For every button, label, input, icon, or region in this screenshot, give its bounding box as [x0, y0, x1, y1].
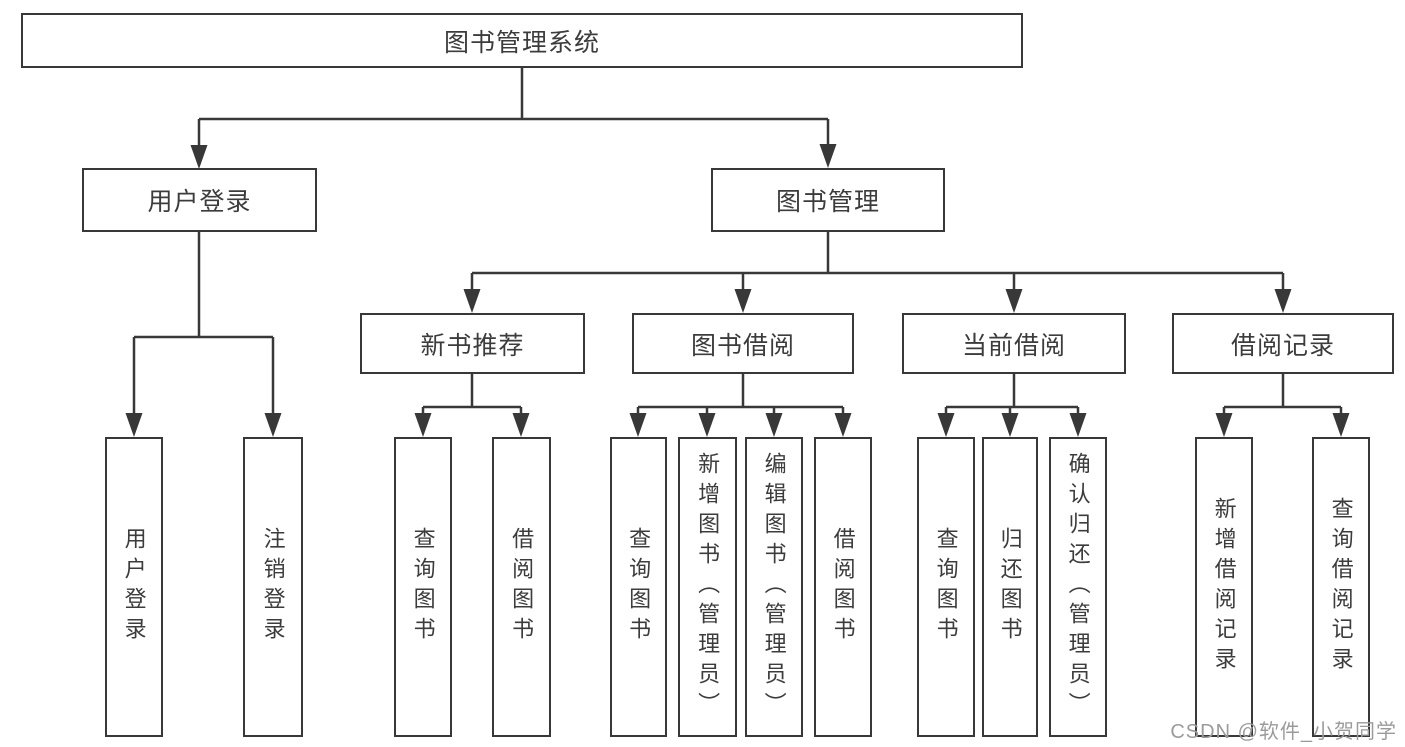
- leaf-query-books-current: 查询图书: [917, 437, 975, 737]
- leaf-user-login: 用户登录: [105, 437, 163, 737]
- arrowhead-triangles: [125, 144, 1350, 437]
- node-library-management-system: 图书管理系统: [21, 13, 1023, 68]
- arrowhead: [512, 413, 530, 437]
- node-label: 用户登录: [121, 527, 147, 647]
- arrowhead: [819, 144, 837, 168]
- node-label: 新增借阅记录: [1211, 497, 1237, 677]
- node-label: 图书借阅: [690, 331, 795, 360]
- node-label: 图书管理系统: [443, 28, 600, 57]
- arrowhead: [463, 289, 481, 313]
- node-label: 用户登录: [147, 188, 252, 216]
- arrowhead: [1332, 413, 1350, 437]
- node-borrowing-records: 借阅记录: [1172, 313, 1394, 374]
- node-label: 查询图书: [410, 527, 436, 647]
- arrowhead: [765, 413, 783, 437]
- arrowhead: [834, 413, 852, 437]
- node-label: 注销登录: [260, 527, 286, 647]
- arrowhead: [1274, 289, 1292, 313]
- leaf-query-borrow-record: 查询借阅记录: [1312, 437, 1370, 737]
- node-label: 借阅图书: [830, 527, 856, 647]
- node-book-borrowing: 图书借阅: [632, 313, 854, 374]
- node-label: 新书推荐: [420, 331, 525, 360]
- leaf-query-books-recommend: 查询图书: [394, 437, 452, 737]
- leaf-add-book-admin: 新增图书（管理员）: [678, 437, 737, 737]
- leaf-confirm-return-admin: 确认归还（管理员）: [1049, 437, 1107, 737]
- arrowhead: [734, 289, 752, 313]
- arrowhead: [1001, 413, 1019, 437]
- arrowhead: [698, 413, 716, 437]
- node-book-management: 图书管理: [711, 168, 945, 232]
- arrowhead: [190, 145, 208, 169]
- node-current-borrowing: 当前借阅: [902, 313, 1126, 374]
- node-label: 借阅记录: [1230, 331, 1335, 360]
- node-label: 归还图书: [997, 527, 1023, 647]
- arrowhead: [414, 413, 432, 437]
- node-label: 查询图书: [626, 527, 652, 647]
- node-label: 图书管理: [775, 188, 880, 216]
- node-label: 查询图书: [933, 527, 959, 647]
- arrowhead: [1005, 289, 1023, 313]
- arrowhead: [629, 413, 647, 437]
- node-user-login: 用户登录: [82, 168, 317, 232]
- connector-stems: [132, 68, 1343, 416]
- arrowhead: [264, 413, 282, 437]
- arrowhead: [1069, 413, 1087, 437]
- leaf-logout: 注销登录: [243, 437, 303, 737]
- node-label: 新增图书（管理员）: [695, 452, 721, 722]
- arrowhead: [125, 413, 143, 437]
- leaf-query-books-borrowing: 查询图书: [610, 437, 667, 737]
- node-new-book-recommend: 新书推荐: [360, 313, 585, 374]
- leaf-return-books: 归还图书: [982, 437, 1038, 737]
- leaf-edit-book-admin: 编辑图书（管理员）: [745, 437, 803, 737]
- leaf-borrow-books-recommend: 借阅图书: [492, 437, 551, 737]
- node-label: 编辑图书（管理员）: [761, 452, 787, 722]
- leaf-borrow-books: 借阅图书: [814, 437, 872, 737]
- node-label: 确认归还（管理员）: [1065, 452, 1091, 722]
- csdn-watermark: CSDN @软件_小贺同学: [1170, 721, 1397, 743]
- arrowhead: [937, 413, 955, 437]
- node-label: 借阅图书: [509, 527, 535, 647]
- arrowhead: [1215, 413, 1233, 437]
- leaf-add-borrow-record: 新增借阅记录: [1195, 437, 1253, 737]
- node-label: 当前借阅: [961, 331, 1066, 360]
- node-label: 查询借阅记录: [1328, 497, 1354, 677]
